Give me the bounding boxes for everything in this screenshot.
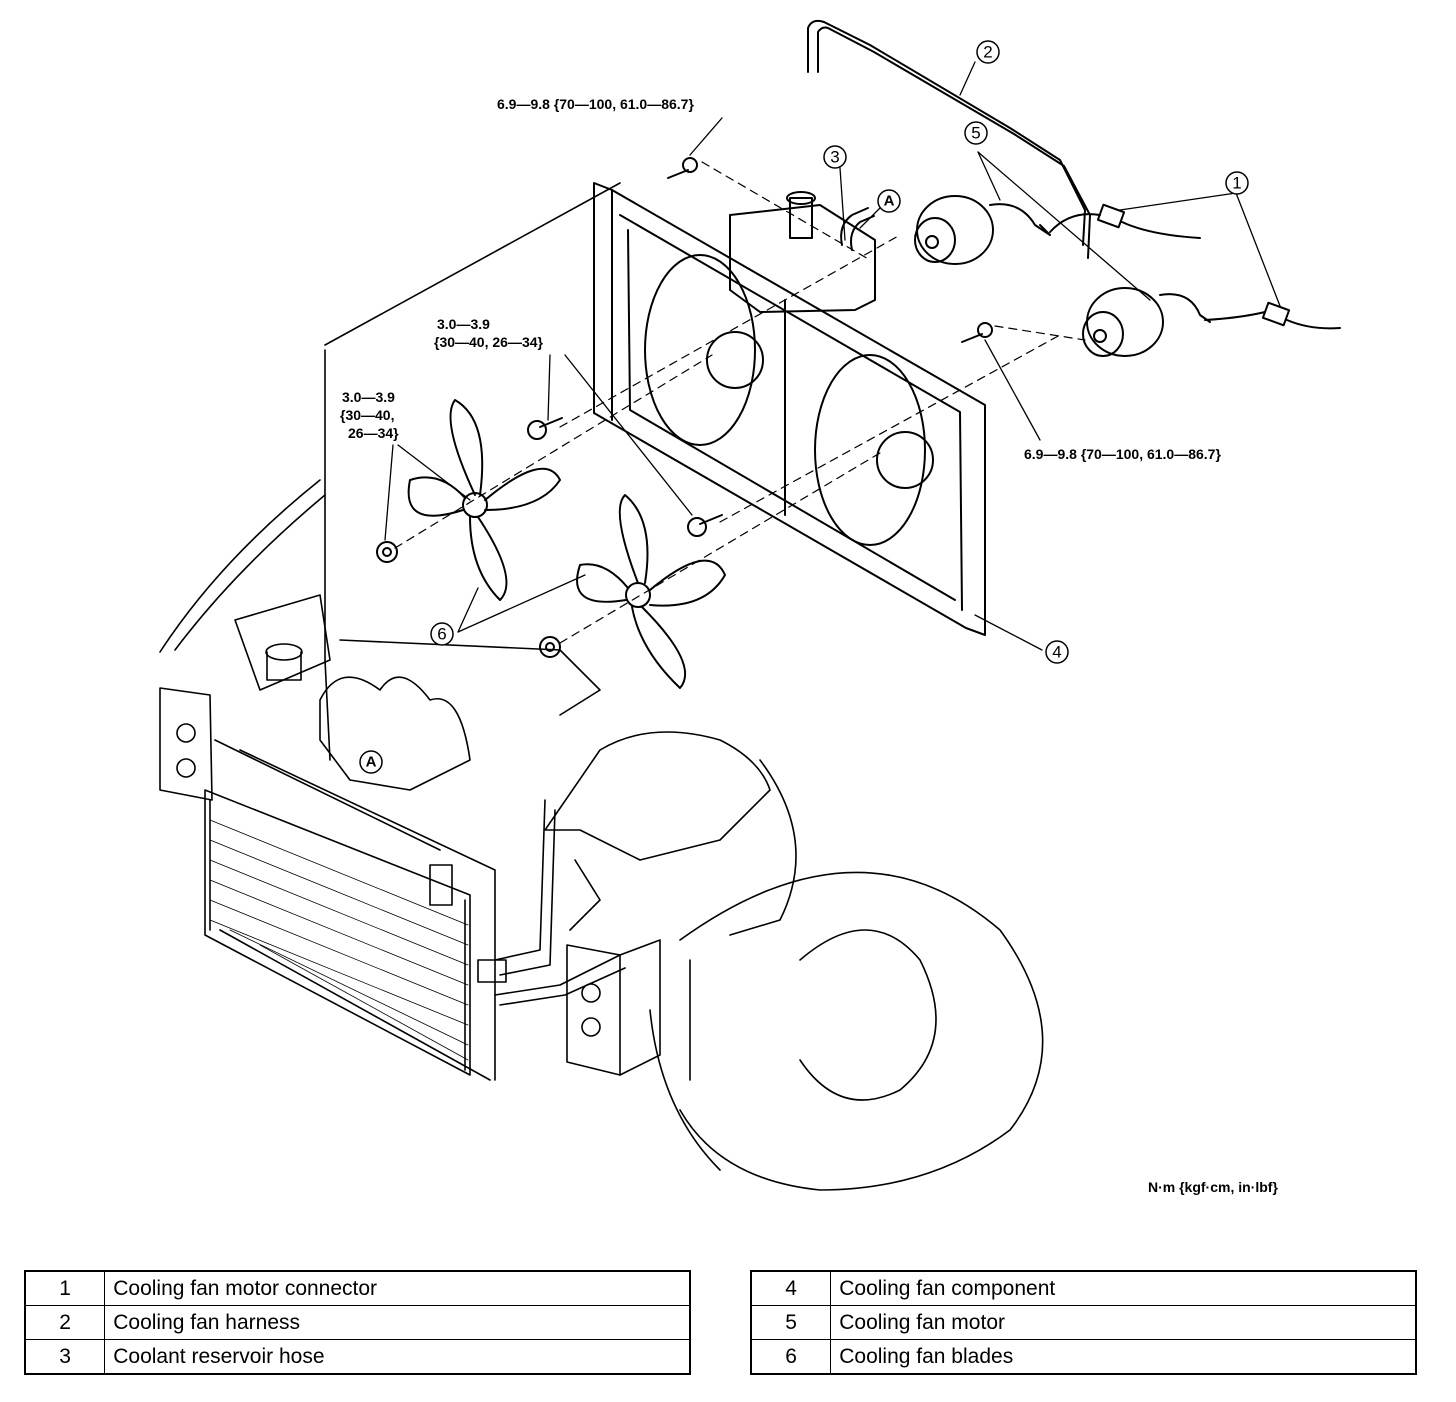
callout-5: 5: [971, 124, 980, 143]
callout-circle-a-lower: [359, 750, 383, 774]
callout-6: 6: [437, 625, 446, 644]
fan-nut-left: [376, 541, 398, 563]
condenser: [204, 739, 507, 1081]
fan-bolt-lower: [687, 514, 723, 537]
torque-fan-bolt-line2: {30—40, 26—34}: [434, 334, 544, 350]
torque-units-note: N·m {kgf·cm, in·lbf}: [1148, 1179, 1278, 1195]
shroud-bolt-upper: [667, 157, 698, 179]
callout-circle-2: [976, 40, 1000, 64]
cooling-fan-shroud: [593, 182, 986, 636]
callout-circle-5: [964, 121, 988, 145]
coolant-reservoir-hose: [840, 207, 875, 251]
callout-circle-6: [430, 622, 454, 646]
cooling-fan-motor-lower: [1082, 287, 1211, 357]
torque-upper-bolt: 6.9—9.8 {70—100, 61.0—86.7}: [497, 96, 694, 112]
cooling-fan-blade-right: [576, 494, 726, 689]
callout-circle-a-upper: [877, 189, 901, 213]
callout-circle-4: [1045, 640, 1069, 664]
alignment-lines: [394, 161, 1086, 644]
legend-part-number: 1: [24, 1270, 106, 1306]
legend-part-description: Cooling fan component: [830, 1270, 1417, 1306]
legend-part-description: Cooling fan motor connector: [104, 1270, 691, 1306]
torque-fan-nut-line1: 3.0—3.9: [342, 389, 395, 405]
callout-a-lower: A: [366, 754, 377, 771]
legend-part-number: 5: [750, 1305, 832, 1340]
callout-3: 3: [830, 148, 839, 167]
right-headlamp-bracket: [566, 939, 661, 1076]
callout-4: 4: [1052, 643, 1061, 662]
fan-bolt-upper: [527, 417, 563, 440]
callout-1: 1: [1232, 174, 1241, 193]
exploded-view-diagram: 1 2 3 4 5 6 A A 6.9—9.8 {70—100, 61.0—86…: [159, 19, 1341, 1195]
legend-part-number: 2: [24, 1305, 106, 1340]
legend-part-description: Cooling fan blades: [830, 1339, 1417, 1375]
fan-motor-connector-lower: [1204, 301, 1341, 330]
vehicle-front-body: [159, 182, 1044, 1191]
ac-pipes: [494, 799, 626, 1006]
legend-part-number: 4: [750, 1270, 832, 1306]
condenser-fins: [209, 819, 469, 1061]
torque-fan-nut-line2: {30—40,: [340, 407, 394, 423]
legend-part-description: Coolant reservoir hose: [104, 1339, 691, 1375]
legend-part-number: 3: [24, 1339, 106, 1375]
left-headlamp-bracket: [159, 687, 213, 801]
torque-fan-nut-line3: 26—34}: [348, 425, 399, 441]
cooling-fan-harness: [807, 19, 1091, 259]
torque-fan-bolt-line1: 3.0—3.9: [437, 316, 490, 332]
fan-nut-right: [539, 636, 561, 658]
legend-part-description: Cooling fan harness: [104, 1305, 691, 1340]
cooling-fan-motor-upper: [914, 195, 1051, 265]
callout-a-upper: A: [884, 193, 895, 210]
callout-circle-1: [1225, 171, 1249, 195]
legend-part-number: 6: [750, 1339, 832, 1375]
fan-motor-connector-upper: [1049, 203, 1201, 239]
coolant-reservoir: [729, 191, 876, 313]
callout-circle-3: [823, 145, 847, 169]
shroud-bolt-right: [961, 322, 993, 343]
callout-2: 2: [983, 43, 992, 62]
torque-right-bolt: 6.9—9.8 {70—100, 61.0—86.7}: [1024, 446, 1221, 462]
leader-lines: [384, 61, 1281, 651]
legend-part-description: Cooling fan motor: [830, 1305, 1417, 1340]
cooling-fan-blade-left: [407, 399, 561, 601]
